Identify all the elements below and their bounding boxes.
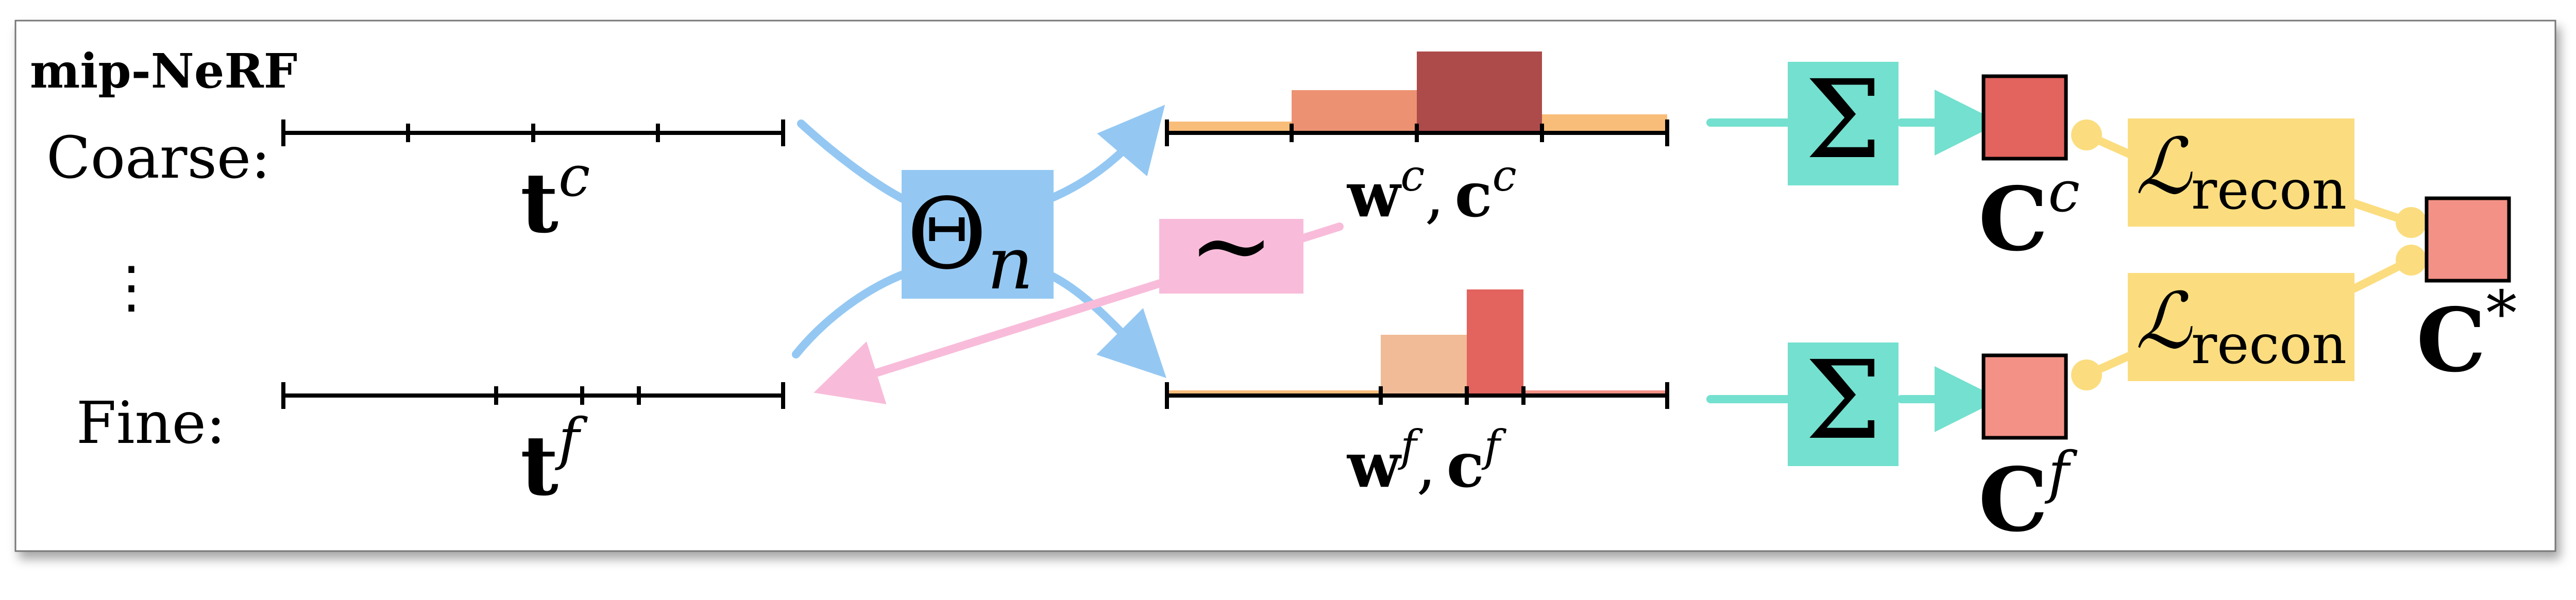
fine-label: Fine: xyxy=(76,390,226,457)
fine-hist-bin-2 xyxy=(1381,335,1467,396)
fine-hist-bin-3 xyxy=(1467,289,1523,396)
color-box-fine xyxy=(1981,353,2068,440)
ellipsis-dots: ⋮ xyxy=(103,254,160,320)
color-box-ground-truth xyxy=(2425,196,2511,283)
fine-hist-bin-1 xyxy=(1167,390,1381,396)
loss-box-coarse xyxy=(2128,118,2354,227)
color-box-coarse xyxy=(1981,74,2068,161)
sum-symbol-fine: Σ xyxy=(1805,337,1882,464)
coarse-hist-axis xyxy=(1165,119,1669,146)
fine-hist-axis xyxy=(1165,382,1669,409)
loss-label-fine: ℒrecon xyxy=(2136,277,2347,376)
coarse-weights-colors-label: wc,cc xyxy=(1346,150,1517,231)
coarse-sample-axis xyxy=(281,119,785,146)
resample-box xyxy=(1159,219,1303,294)
sum-box-fine xyxy=(1788,342,1899,466)
loss-label-coarse: ℒrecon xyxy=(2136,122,2347,221)
mlp-box xyxy=(902,170,1054,299)
coarse-label: Coarse: xyxy=(46,125,270,192)
C-star-label: C* xyxy=(2416,278,2517,392)
mlp-flow-arrows xyxy=(792,105,1166,378)
mlp-label: Θn xyxy=(907,177,1033,306)
diagram-title: mip-NeRF xyxy=(30,43,297,99)
sum-symbol-coarse: Σ xyxy=(1805,57,1882,183)
loss-connector-dots xyxy=(2071,119,2427,390)
coarse-weight-histogram xyxy=(1167,52,1667,133)
loss-box-fine xyxy=(2128,273,2354,381)
fine-hist-bin-4 xyxy=(1523,390,1667,396)
sum-arrows xyxy=(1706,90,2001,432)
coarse-hist-bin-1 xyxy=(1167,122,1292,133)
fine-weight-histogram xyxy=(1167,289,1667,396)
coarse-hist-bin-2 xyxy=(1292,90,1417,133)
coarse-hist-bin-4 xyxy=(1542,114,1667,133)
fine-weights-colors-label: wf,cf xyxy=(1346,421,1507,502)
resample-symbol: ∼ xyxy=(1188,185,1275,305)
sum-box-coarse xyxy=(1788,62,1899,185)
fine-sample-axis xyxy=(281,382,785,409)
coarse-hist-bin-3 xyxy=(1417,52,1542,133)
t-fine-label: tf xyxy=(520,406,588,514)
t-coarse-label: tc xyxy=(520,143,590,251)
C-coarse-label: Cc xyxy=(1978,159,2080,271)
